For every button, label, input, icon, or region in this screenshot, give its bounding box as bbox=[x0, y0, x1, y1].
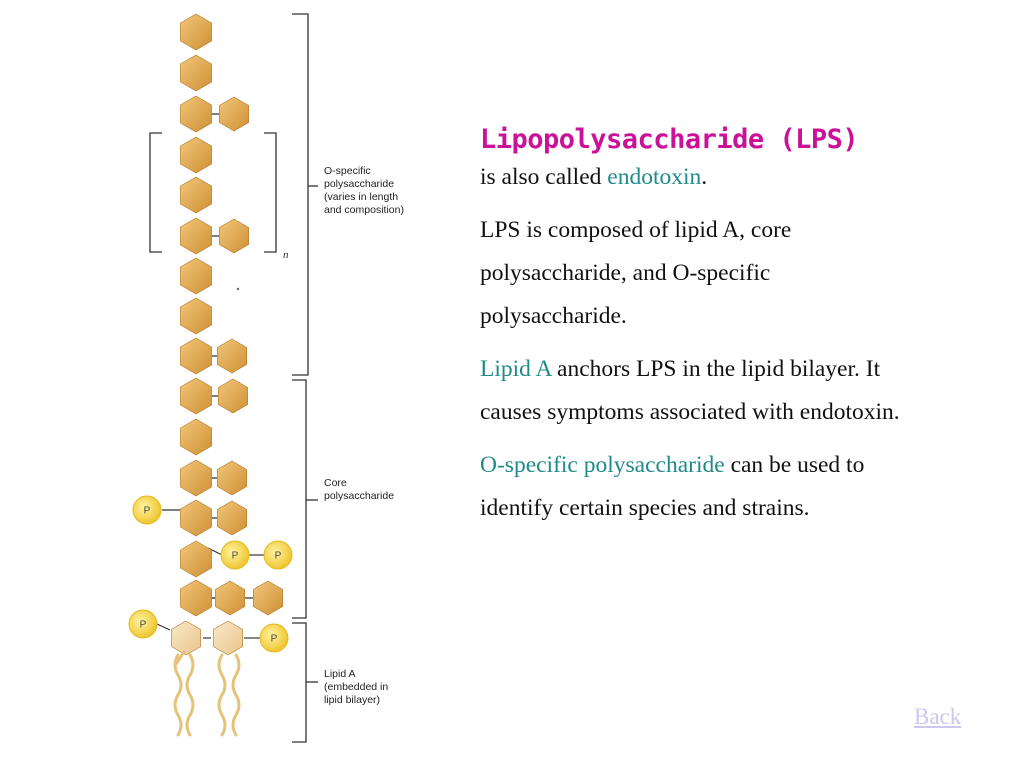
sugar-unit bbox=[180, 377, 212, 415]
phosphate-label: P bbox=[232, 551, 239, 562]
sugar-unit bbox=[180, 176, 212, 214]
endotoxin-term: endotoxin bbox=[607, 164, 702, 190]
sugar-units bbox=[171, 13, 284, 656]
repeat-bracket bbox=[149, 132, 277, 253]
sugar-branch bbox=[217, 460, 247, 496]
lipid-a-term: Lipid A bbox=[480, 356, 552, 382]
sugar-branch bbox=[215, 580, 245, 616]
sugar-branch bbox=[217, 338, 247, 374]
sugar-branch bbox=[217, 500, 247, 536]
paragraph-endotoxin: is also called endotoxin. bbox=[480, 156, 920, 199]
region-brackets bbox=[292, 13, 318, 743]
phosphate-circle bbox=[263, 540, 293, 570]
sugar-unit bbox=[180, 579, 212, 617]
sugar-unit bbox=[180, 418, 212, 456]
back-link[interactable]: Back bbox=[914, 704, 962, 729]
sugar-branch bbox=[218, 378, 248, 414]
p3-text: anchors LPS in the lipid bilayer. It cau… bbox=[480, 356, 900, 425]
sugar-unit bbox=[180, 540, 212, 578]
paragraph-lipid-a: Lipid A anchors LPS in the lipid bilayer… bbox=[480, 348, 920, 434]
sugar-unit bbox=[180, 459, 212, 497]
sugar-unit bbox=[180, 217, 212, 255]
phosphate-circle bbox=[259, 623, 289, 653]
sugar-unit bbox=[180, 54, 212, 92]
sugar-branch bbox=[219, 96, 249, 132]
bond-line bbox=[156, 623, 171, 631]
phosphate-label: P bbox=[275, 551, 282, 562]
phosphate-circle bbox=[128, 609, 158, 639]
phosphate-label: P bbox=[140, 620, 147, 631]
speck bbox=[236, 287, 240, 291]
paragraph-o-specific: O-specific polysaccharide can be used to… bbox=[480, 444, 920, 530]
paragraph-composition: LPS is composed of lipid A, core polysac… bbox=[480, 217, 792, 329]
phosphate-label: P bbox=[271, 634, 278, 645]
slide-title: Lipopolysaccharide (LPS) bbox=[480, 124, 859, 155]
sugar-unit bbox=[180, 297, 212, 335]
sugar-unit bbox=[180, 257, 212, 295]
sugar-branch bbox=[219, 218, 249, 254]
phosphate-label: P bbox=[144, 506, 151, 517]
lipid-tails bbox=[173, 650, 241, 737]
phosphate-groups: P P P P P bbox=[128, 495, 293, 653]
sugar-unit bbox=[180, 136, 212, 174]
sugar-branch bbox=[253, 580, 284, 616]
sugar-unit bbox=[180, 499, 212, 537]
slide-text: Lipopolysaccharide (LPS) is also called … bbox=[480, 120, 920, 540]
lipid-a-head bbox=[171, 620, 201, 656]
p4-text: can be used to identify certain species … bbox=[480, 452, 865, 521]
p1-text: is also called bbox=[480, 164, 608, 190]
sugar-unit bbox=[180, 337, 212, 375]
lipid-a-head bbox=[213, 620, 243, 656]
sugar-unit bbox=[180, 13, 212, 51]
p1-end: . bbox=[701, 164, 708, 190]
sugar-unit bbox=[180, 95, 212, 133]
repeat-n-label: n bbox=[283, 249, 289, 261]
phosphate-circle bbox=[220, 540, 250, 570]
phosphate-circle bbox=[132, 495, 162, 525]
o-specific-term: O-specific polysaccharide bbox=[480, 452, 725, 478]
